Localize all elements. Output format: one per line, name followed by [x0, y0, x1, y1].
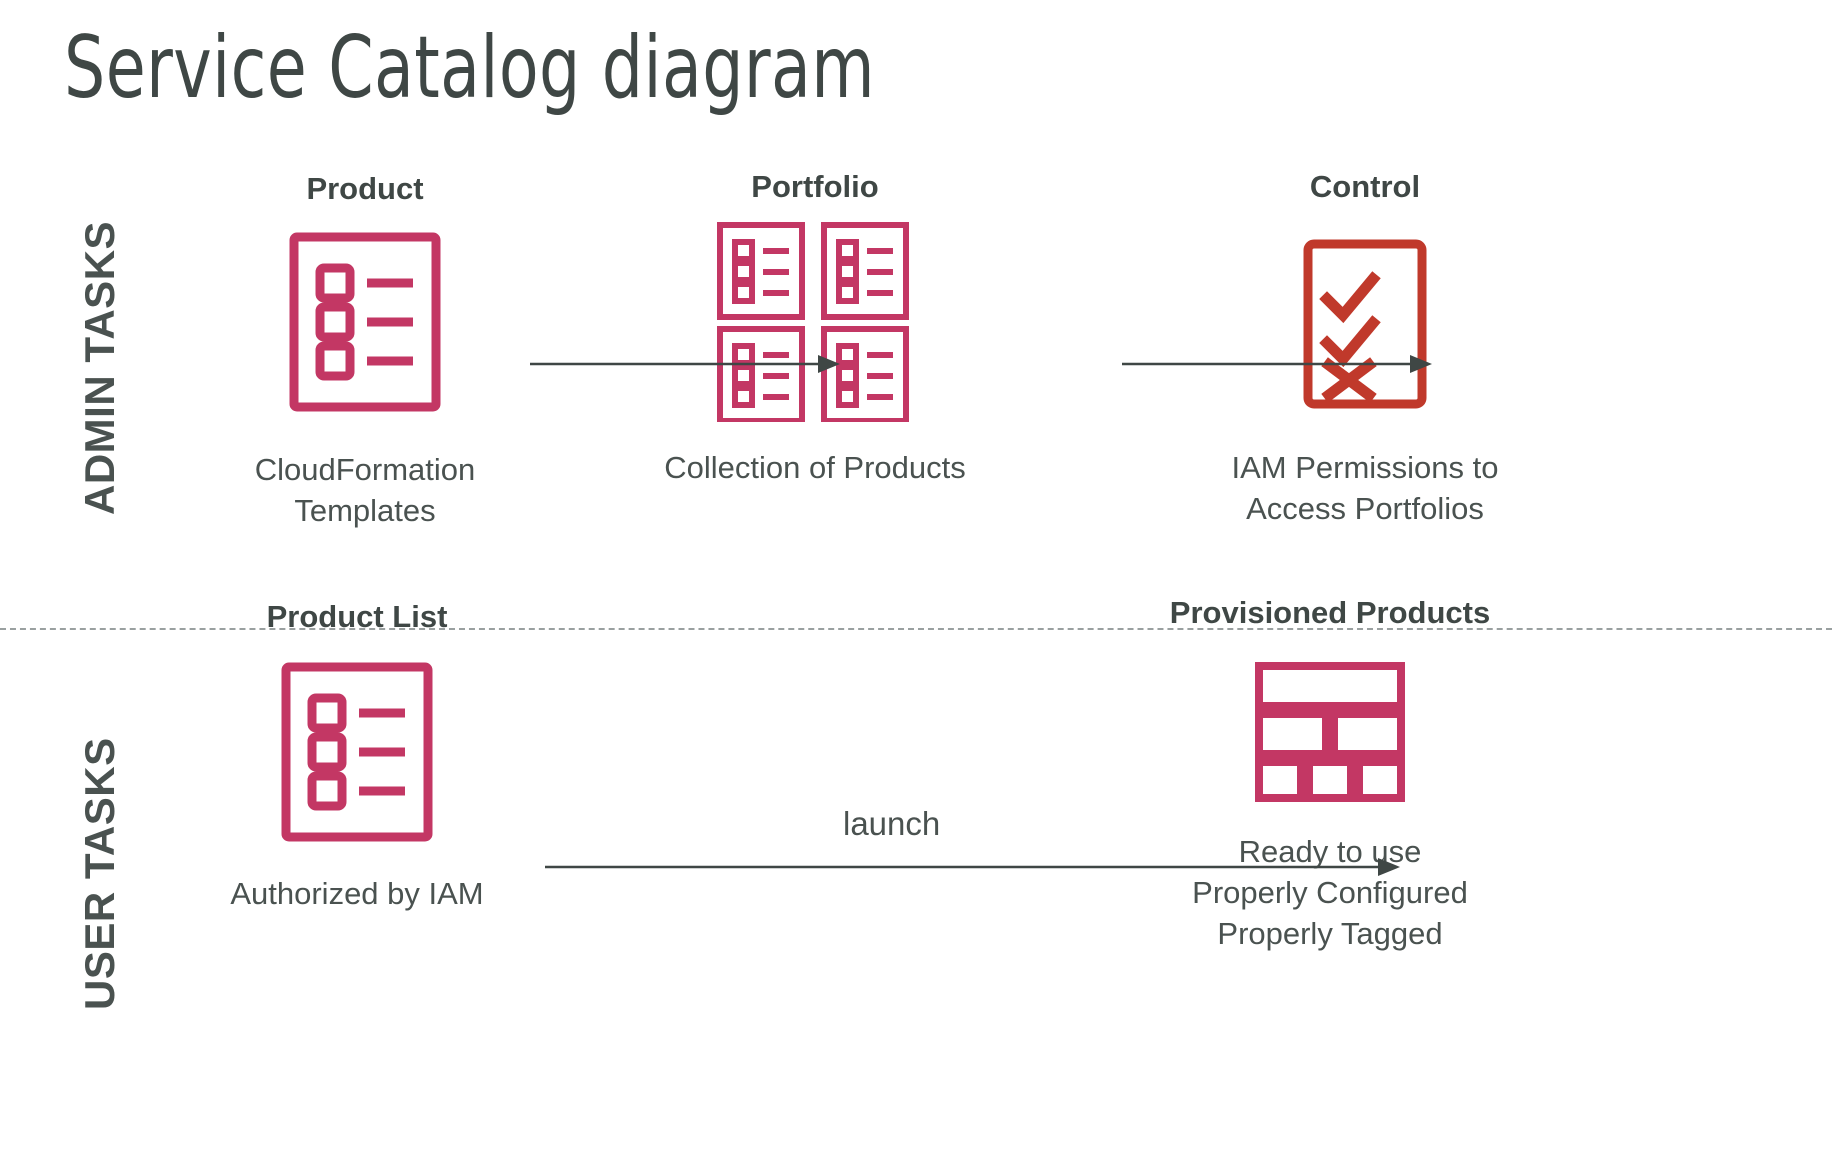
node-product-list-title: Product List — [266, 599, 448, 634]
node-provisioned-icon-slot — [1140, 652, 1520, 812]
node-provisioned-products: Provisioned Products Ready to use Proper… — [1140, 595, 1520, 955]
check-icon — [1319, 271, 1381, 324]
node-product-list-caption-line: Authorized by IAM — [230, 876, 484, 912]
node-product-list-caption: Authorized by IAM — [192, 874, 522, 915]
cross-icon — [1321, 357, 1377, 403]
node-product-list-icon-slot — [192, 652, 522, 852]
provisioned-block-medium — [1255, 710, 1330, 759]
node-control-title: Control — [1309, 169, 1421, 204]
arrow-launch — [545, 858, 1400, 876]
node-portfolio-caption: Collection of Products — [650, 448, 980, 489]
node-provisioned-caption-line: Properly Tagged — [1217, 915, 1443, 951]
arrow-launch-label: launch — [843, 805, 941, 842]
product-list-icon — [289, 232, 441, 412]
node-product: Product CloudFormation Templates — [200, 171, 530, 532]
node-provisioned-caption-line: Properly Configured — [1192, 875, 1468, 910]
checklist-icon — [1303, 239, 1427, 409]
product-list-icon — [281, 662, 433, 842]
portfolio-tile — [717, 326, 805, 423]
node-product-caption-line: CloudFormation — [254, 452, 476, 488]
node-control-caption-line: IAM Permissions to — [1231, 450, 1499, 486]
portfolio-grid-icon — [717, 222, 909, 423]
node-product-title: Product — [306, 171, 424, 206]
node-portfolio: Portfolio — [650, 169, 980, 489]
node-portfolio-icon-slot — [650, 220, 980, 423]
node-control-icon-slot — [1200, 224, 1530, 424]
band-label-user-tasks: USER TASKS — [76, 737, 123, 1010]
portfolio-tile — [717, 222, 805, 321]
portfolio-tile — [821, 326, 909, 423]
arrow-product-to-portfolio — [530, 355, 840, 373]
node-control-caption-line: Access Portfolios — [1246, 491, 1484, 526]
provisioned-block-small — [1355, 758, 1405, 803]
node-product-caption: CloudFormation Templates — [200, 450, 530, 532]
node-control-caption: IAM Permissions to Access Portfolios — [1200, 448, 1530, 530]
node-product-caption-line: Templates — [294, 493, 436, 528]
check-icon — [1319, 315, 1381, 368]
node-product-list: Product List Authorized by IAM — [192, 599, 522, 915]
provisioned-block-medium — [1330, 710, 1405, 759]
page-title: Service Catalog diagram — [64, 18, 876, 118]
provisioned-block-small — [1255, 758, 1305, 803]
node-control: Control IAM Permissions to Access Portfo… — [1200, 169, 1530, 530]
band-label-admin-tasks: ADMIN TASKS — [76, 220, 123, 515]
node-provisioned-caption: Ready to use Properly Configured Properl… — [1140, 832, 1520, 955]
node-provisioned-products-title: Provisioned Products — [1169, 595, 1491, 630]
band-divider — [0, 628, 1832, 630]
node-product-icon-slot — [200, 222, 530, 422]
provisioned-blocks-icon — [1255, 662, 1405, 803]
node-portfolio-title: Portfolio — [751, 169, 879, 204]
arrow-portfolio-to-control — [1122, 355, 1432, 373]
node-portfolio-caption-line: Collection of Products — [664, 450, 966, 486]
portfolio-tile — [821, 222, 909, 321]
provisioned-block-small — [1305, 758, 1355, 803]
provisioned-block-wide — [1255, 662, 1405, 711]
node-provisioned-caption-line: Ready to use — [1238, 834, 1422, 870]
